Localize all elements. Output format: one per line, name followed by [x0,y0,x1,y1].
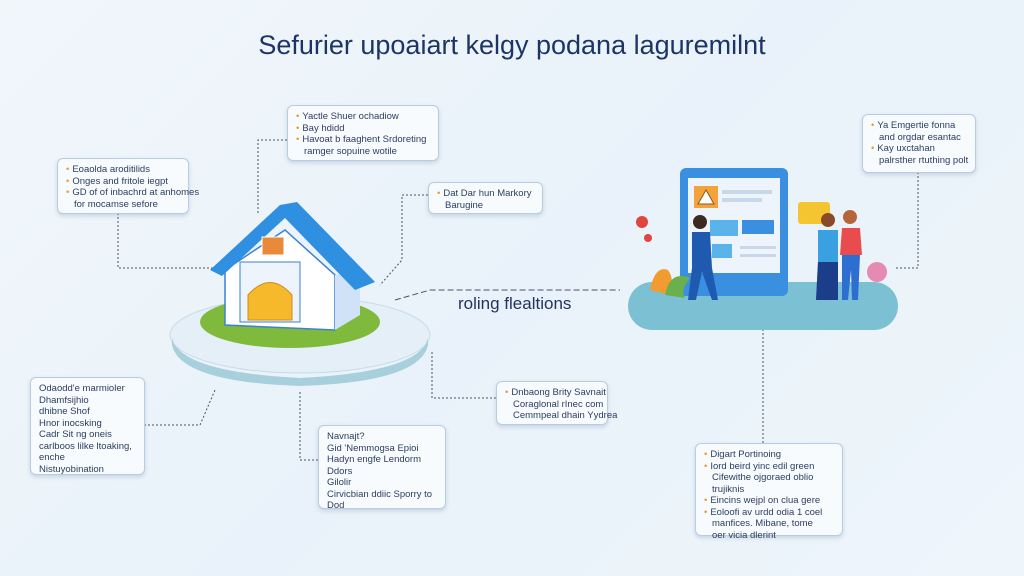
box-line: Havoat b faaghent Srdoreting [296,134,430,146]
info-box-top-left: Eoaolda aroditilids Onges and fritole ie… [57,158,199,214]
box-line: Nistuyobination [39,463,104,475]
box-line: trujiknis [712,483,745,495]
connector-top-center [257,139,287,215]
box-line: for mocamse sefore [74,198,158,210]
house-illustration [169,202,431,386]
box-line: and orgdar esantac [879,131,961,143]
box-line: Eoloofi av urdd odia 1 coel [704,507,834,519]
info-box-bottom-right: Digart Portinoing Iord beird yinc edil g… [695,443,843,541]
box-line: Cirvicbian ddiic Sporry to [327,488,433,500]
box-line: Gilolir [327,477,352,488]
box-line: Barugine [445,199,484,211]
connector-bottom-center [299,390,318,461]
box-line: Gid 'Nemmogsa Epioi [327,442,419,454]
box-line: Kay uxctahan [871,143,967,155]
box-line: palrsther rtuthing polt [879,154,969,166]
box-line: oer vicia dlerint [712,529,776,541]
box-line: Onges and fritole iegpt [66,176,180,188]
box-line: Ya Emgertie fonna [871,120,967,132]
box-line: Navnajt? [327,431,365,442]
info-box-bottom-mid-right: Dnbaong Brity Savnait Coraglonal rInec c… [496,381,618,425]
box-line: Eincins wejpl on clua gere [704,495,834,507]
box-line: Dat Dar hun Markory [437,188,534,200]
box-line: manfices. Mibane, tome [712,518,813,529]
box-line: Bay hdidd [296,123,430,135]
info-box-top-right: Ya Emgertie fonna and orgdar esantac Kay… [862,114,976,173]
box-line: enche [39,452,65,463]
box-line: Ddors [327,465,353,477]
connector-bottom-mid-right [431,350,496,399]
people-screen-illustration [628,168,898,330]
box-line: Cemmpeal dhain Yydrea [513,410,618,421]
box-line: dhibne Shof [39,406,90,417]
box-line: Digart Portinoing [704,449,834,461]
page-title: Sefurier upoaiart kelgy podana laguremil… [258,30,766,60]
box-line: Hadyn engfe Lendorm [327,454,422,465]
box-line: Eoaolda aroditilids [66,164,180,176]
box-line: Cifewithe ojgoraed oblio [712,472,814,483]
connector-main [394,289,620,301]
info-box-top-center: Yactle Shuer ochadiow Bay hdidd Havoat b… [287,105,439,161]
box-line: Dod [327,500,345,511]
box-line: Dnbaong Brity Savnait [505,387,606,399]
box-line: ramger sopuine wotile [304,145,397,157]
info-box-bottom-left: Odaodd'e marmioler Dhamfsijhio dhibne Sh… [30,377,145,475]
center-label: roling flealtions [458,294,572,313]
connector-bottom-left [144,389,216,426]
box-line: Hnor inocsking [39,417,102,429]
connector-top-left [117,213,215,269]
connector-top-mid [379,194,428,286]
info-box-bottom-center: Navnajt? Gid 'Nemmogsa Epioi Hadyn engfe… [318,425,446,511]
info-box-top-mid: Dat Dar hun Markory Barugine [428,182,543,214]
connectors [117,139,919,461]
box-line: Iord beird yinc edil green [704,461,834,473]
connector-top-right [895,172,919,269]
box-line: Yactle Shuer ochadiow [296,111,430,123]
box-line: GD of of inbachrd at anhomes [66,187,199,199]
box-line: Cadr Sit ng oneis [39,429,112,440]
box-line: Odaodd'e marmioler [39,383,125,394]
box-line: Coraglonal rInec com [513,398,604,410]
box-line: carlboos lilke ltoaking, [39,440,132,452]
box-line: Dhamfsijhio [39,394,89,406]
